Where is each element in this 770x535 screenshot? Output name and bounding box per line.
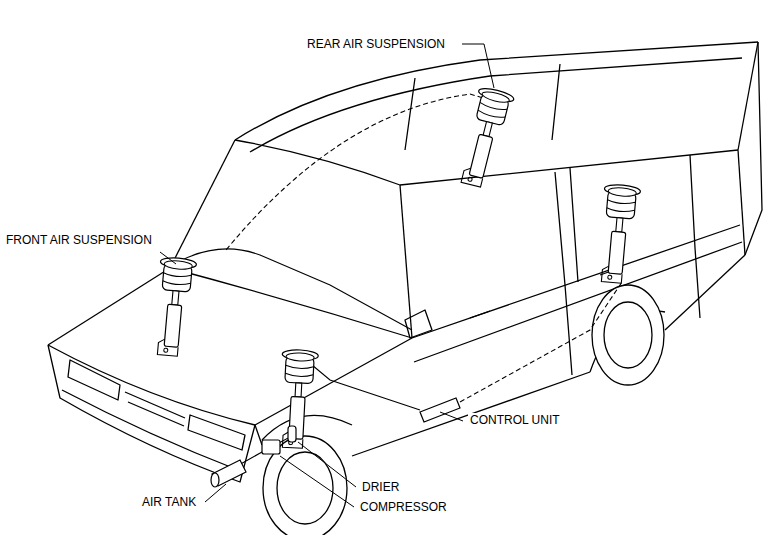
leader-line [280, 456, 354, 507]
air-line [300, 355, 420, 410]
car-body [352, 372, 590, 456]
car-body [400, 150, 738, 185]
component [288, 426, 296, 442]
component [262, 440, 280, 454]
part-label: DRIER [360, 480, 401, 494]
strut-assembly [152, 256, 196, 357]
leader-line [462, 44, 494, 88]
car-body [555, 168, 578, 285]
car-body [62, 390, 238, 470]
air-line [178, 94, 622, 470]
part-label: FRONT AIR SUSPENSION [4, 233, 154, 247]
component [211, 473, 219, 487]
strut-assembly [596, 183, 640, 284]
air-line [460, 282, 622, 402]
strut-assembly [456, 86, 515, 190]
car-body [414, 242, 742, 362]
part-label: REAR AIR SUSPENSION [305, 37, 447, 51]
car-body [170, 268, 412, 338]
car-body [255, 425, 262, 445]
leader-line [160, 44, 494, 507]
car-body [412, 225, 740, 338]
leader-line [205, 484, 226, 502]
wheel [592, 285, 664, 385]
part-label: AIR TANK [140, 495, 198, 509]
component [211, 398, 460, 487]
car-body [188, 415, 245, 450]
part-label: CONTROL UNIT [468, 413, 562, 427]
car-body [48, 345, 255, 425]
air-line [178, 249, 412, 330]
car-body [738, 42, 758, 150]
component [420, 398, 460, 422]
car-body [48, 345, 255, 482]
car-body [738, 150, 745, 255]
component [212, 460, 246, 486]
car-body [235, 140, 400, 185]
air-line [226, 94, 490, 250]
car-body [745, 42, 762, 255]
car-body [405, 310, 432, 338]
strut-assembly [152, 86, 640, 449]
car-body [68, 360, 120, 400]
car-body [48, 268, 170, 345]
wheel [263, 436, 347, 535]
leader-line [298, 442, 356, 487]
leader-line [440, 412, 463, 421]
strut-assembly [277, 349, 318, 449]
part-label: COMPRESSOR [358, 500, 449, 514]
car-body [48, 42, 762, 482]
wheel [263, 285, 664, 535]
wheel [604, 302, 652, 368]
leader-line [160, 252, 176, 264]
car-body [400, 185, 412, 338]
